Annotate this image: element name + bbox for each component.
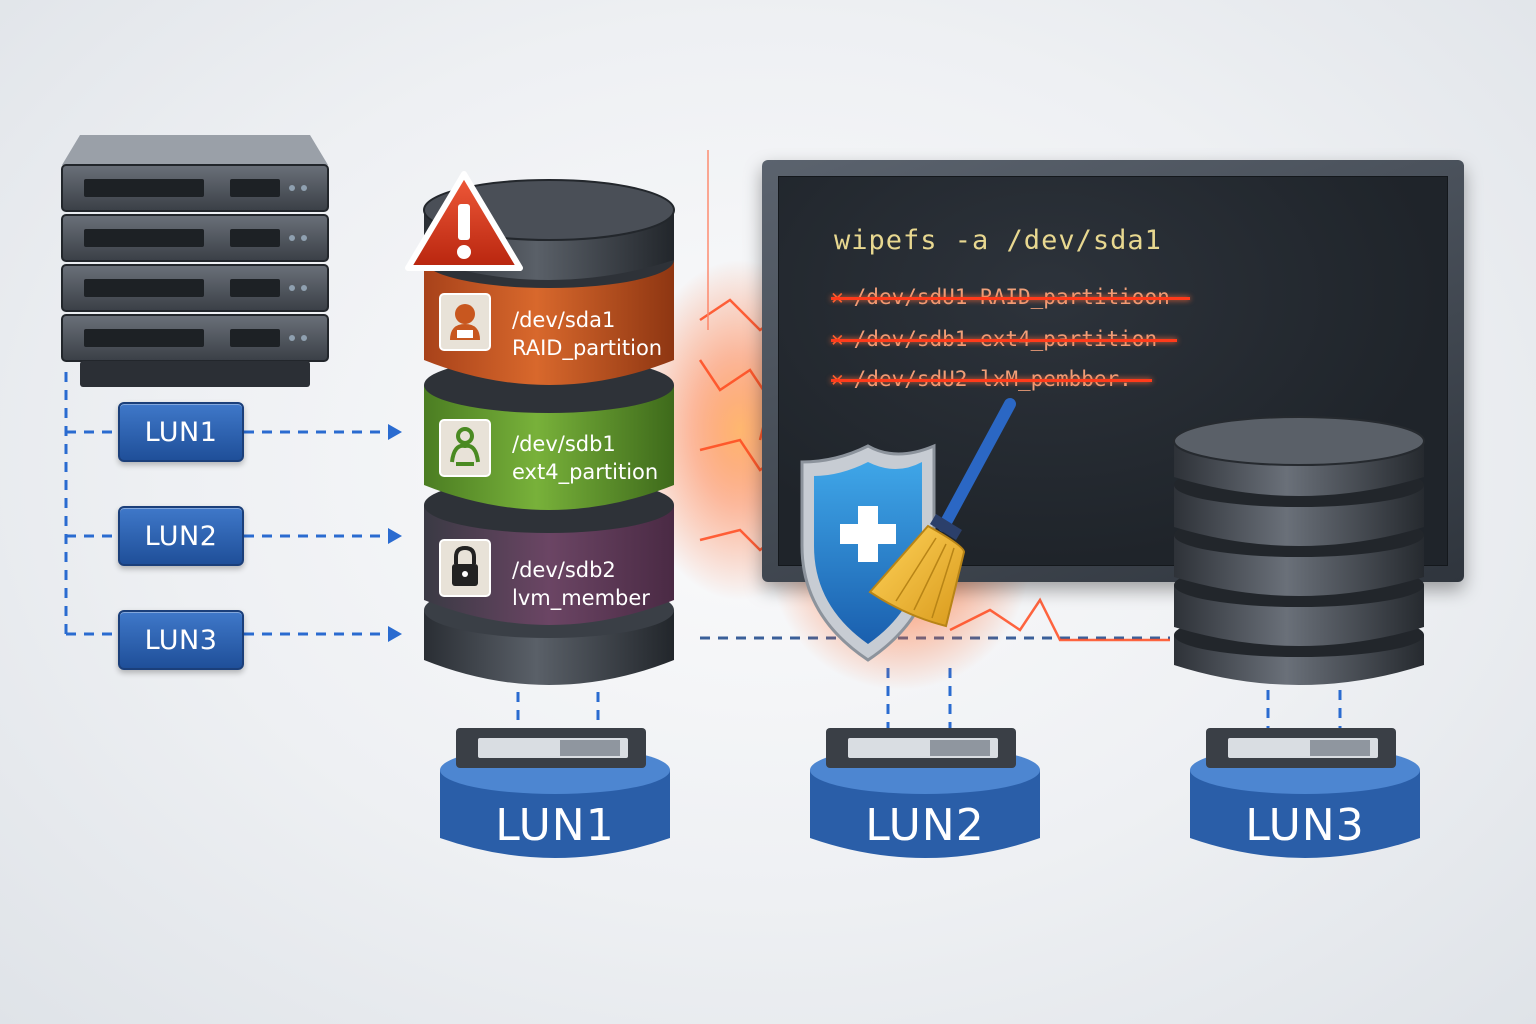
lun3-tag: LUN3	[118, 610, 244, 670]
lun3-pedestal	[1190, 728, 1420, 858]
partition-type: lvm_member	[512, 586, 650, 610]
shield-broom-icon	[800, 398, 1016, 662]
terminal-line: ✕/dev/sdb1 ext4_partition	[831, 327, 1178, 351]
lock-icon	[452, 545, 478, 586]
partition-sdb1: /dev/sdb1 ext4_partition	[512, 430, 658, 486]
partition-type: ext4_partition	[512, 460, 659, 484]
terminal-line: ✕/dev/sdU2 lxM_pembber.	[831, 367, 1152, 391]
lun1-pedestal	[440, 728, 670, 858]
partition-type: RAID_partition	[512, 336, 663, 360]
lun1-label: LUN1	[495, 800, 615, 851]
database-icon	[1173, 416, 1425, 685]
strike-through	[831, 339, 1178, 342]
partition-sda1: /dev/sda1 RAID_partition	[512, 306, 662, 362]
warning-icon	[405, 171, 523, 271]
lun2-tag: LUN2	[118, 506, 244, 566]
lun2-label: LUN2	[865, 800, 985, 851]
person-recycle-icon	[450, 427, 480, 466]
partition-device: /dev/sdb1	[512, 432, 616, 456]
partition-device: /dev/sdb2	[512, 558, 616, 582]
strike-through	[831, 297, 1190, 300]
server-rack-icon	[61, 135, 329, 387]
strike-through	[831, 379, 1152, 382]
lun3-label: LUN3	[1245, 800, 1365, 851]
partition-sdb2: /dev/sdb2 lvm_member	[512, 556, 650, 612]
lun2-pedestal	[810, 728, 1040, 858]
disk-stack	[423, 179, 675, 685]
partition-device: /dev/sda1	[512, 308, 616, 332]
user-icon	[450, 304, 480, 340]
lun1-tag: LUN1	[118, 402, 244, 462]
terminal-command: wipefs -a /dev/sda1	[834, 225, 1162, 256]
terminal-line: ✕/dev/sdU1 RAID_partitioon	[831, 285, 1190, 309]
